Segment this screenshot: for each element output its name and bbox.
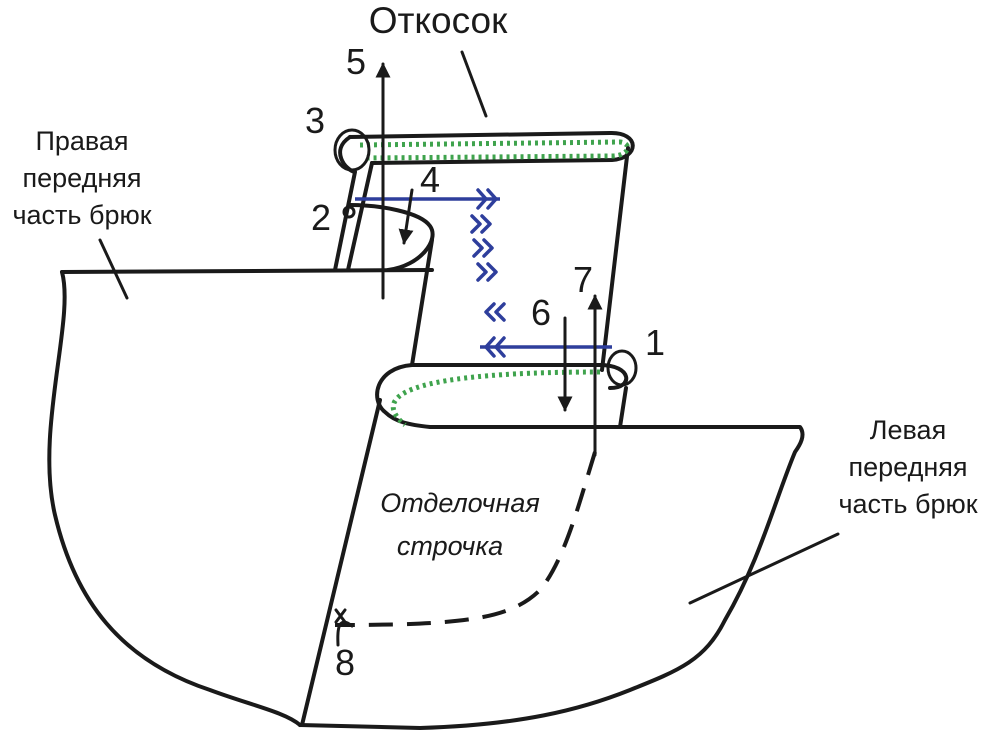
title-label: Откосок xyxy=(369,0,508,41)
otkosok-top-stitch xyxy=(359,139,630,161)
left-front-part xyxy=(298,363,805,730)
pointer-lines xyxy=(98,50,840,647)
left-part-label: Левая передняя часть брюк xyxy=(838,415,977,519)
svg-text:передняя: передняя xyxy=(23,163,142,193)
decorative-stitch xyxy=(334,451,597,627)
marker-3-circle xyxy=(333,128,371,172)
svg-text:строчка: строчка xyxy=(397,531,503,561)
chevrons-right xyxy=(470,188,498,282)
step-1: 1 xyxy=(645,322,665,363)
stitch-label: Отделочная строчка xyxy=(380,488,540,561)
step-7: 7 xyxy=(573,259,593,300)
svg-text:Отделочная: Отделочная xyxy=(380,488,540,518)
svg-text:передняя: передняя xyxy=(849,452,968,482)
svg-text:часть брюк: часть брюк xyxy=(838,489,977,519)
blue-guides xyxy=(355,188,612,358)
otkosok-strip xyxy=(333,130,635,372)
step-5: 5 xyxy=(346,41,366,82)
step-6: 6 xyxy=(531,292,551,333)
right-front-part xyxy=(47,203,435,727)
marker-2-circle xyxy=(342,205,356,219)
step-4: 4 xyxy=(420,159,440,200)
step-3: 3 xyxy=(305,100,325,141)
step-8: 8 xyxy=(335,642,355,683)
arrow-4 xyxy=(398,188,414,245)
step-numbers: 1 2 3 4 5 6 7 8 xyxy=(305,41,665,683)
markers xyxy=(333,128,638,387)
step-arrows xyxy=(375,62,603,457)
svg-text:часть брюк: часть брюк xyxy=(12,200,151,230)
svg-text:Правая: Правая xyxy=(35,126,128,156)
step-2: 2 xyxy=(311,197,331,238)
chevrons-left xyxy=(484,302,506,358)
svg-text:Левая: Левая xyxy=(870,415,946,445)
right-part-label: Правая передняя часть брюк xyxy=(12,126,151,230)
left-part-stitch xyxy=(390,369,601,427)
marker-1-circle xyxy=(606,349,638,387)
